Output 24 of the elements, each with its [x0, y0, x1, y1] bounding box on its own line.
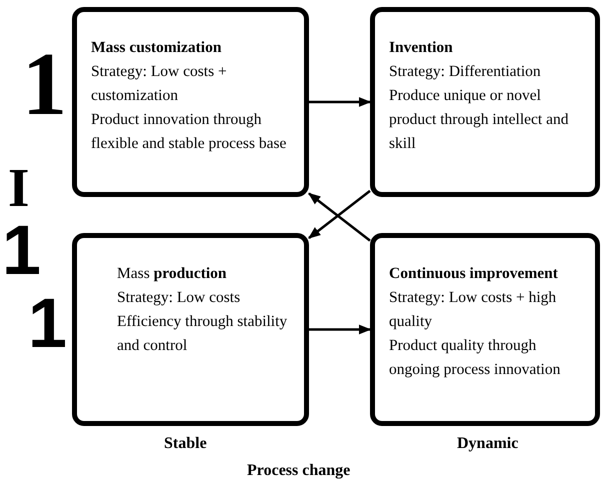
glyph-mark: I — [8, 160, 30, 215]
description-text: Product innovation through flexible and stable process base — [91, 110, 288, 154]
quadrant-box — [370, 233, 600, 426]
arrow — [309, 324, 372, 334]
axis-label: Stable — [164, 436, 207, 452]
strategy-text: Strategy: Low costs + customization — [91, 62, 228, 106]
glyph-mark: 1 — [22, 40, 67, 130]
quadrant-box — [370, 7, 600, 197]
description-text: Produce unique or novel product through intellect and skill — [389, 86, 570, 154]
quadrant-box — [72, 233, 309, 426]
quadrant-heading: Continuous improvement — [389, 264, 559, 284]
strategy-text: Strategy: Differentiation — [389, 62, 542, 82]
description-text: Product quality through ongoing process innovation — [389, 336, 562, 380]
quadrant-box — [72, 7, 309, 197]
quadrant-heading: Mass production — [117, 264, 228, 284]
arrow — [309, 97, 372, 107]
strategy-text: Strategy: Low costs + high quality — [389, 288, 558, 332]
glyph-mark: 1 — [28, 288, 67, 358]
quadrant-heading: Mass customization — [91, 38, 222, 58]
description-text: Efficiency through stability and control — [117, 312, 288, 356]
quadrant-heading: Invention — [389, 38, 454, 58]
glyph-mark: 1 — [2, 215, 41, 285]
axis-title: Process change — [247, 463, 350, 479]
strategy-text: Strategy: Low costs — [117, 288, 242, 308]
